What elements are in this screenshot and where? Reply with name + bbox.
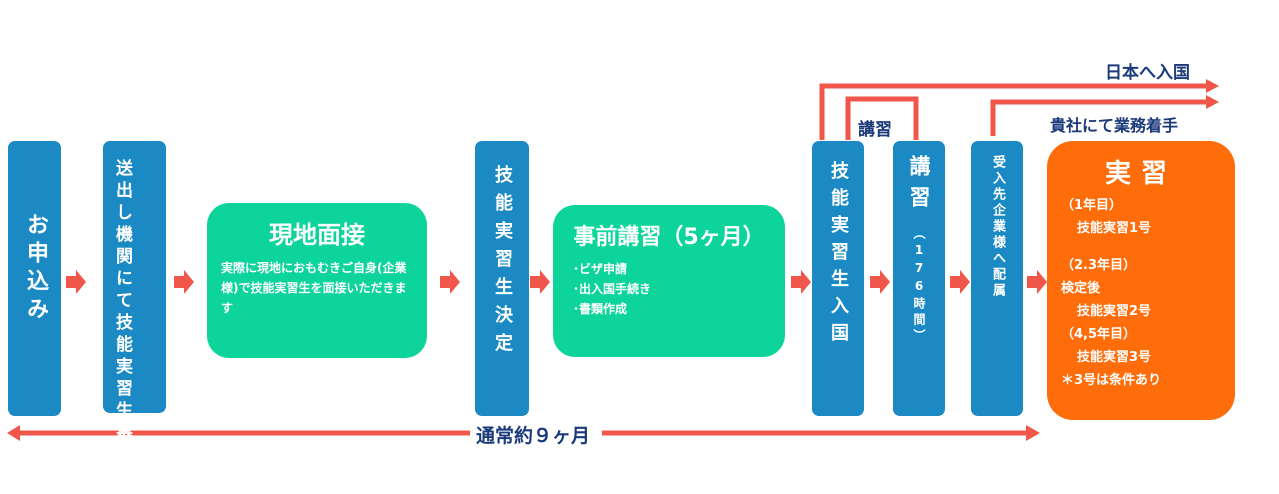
arrow-5 xyxy=(791,270,811,294)
practice-line: （4,5年目） xyxy=(1061,327,1137,342)
practice-line: 検定後 xyxy=(1061,281,1101,296)
step-decide: 技能実習生決定 xyxy=(475,141,529,416)
step-lecture-main: 講習 xyxy=(907,155,931,217)
duration-right-arrowhead xyxy=(1026,425,1040,441)
arrow-2 xyxy=(174,270,194,294)
step-lecture: 講習 （176時間） xyxy=(893,141,945,416)
step-apply: お申込み xyxy=(8,141,61,416)
practice-line: ＊3号は条件あり xyxy=(1061,373,1162,388)
enter-japan-label: 日本へ入国 xyxy=(1105,63,1190,83)
practice-line: 技能実習2号 xyxy=(1077,304,1152,319)
lecture-bracket-line xyxy=(845,96,919,140)
interview-body: 実際に現地におもむきご自身(企業様)で技能実習生を面接いただきます xyxy=(221,261,407,315)
step-entry: 技能実習生入国 xyxy=(812,141,864,416)
step-practice: 実習 （1年目） 技能実習1号 （2.3年目） 検定後 技能実習2号 （4,5年… xyxy=(1047,141,1235,420)
prelecture-title: 事前講習（5ヶ月） xyxy=(573,225,765,250)
step-recruit: 送出し機関にて技能実習生募集 xyxy=(103,141,166,467)
practice-line: （1年目） xyxy=(1061,198,1123,213)
step-prelecture: 事前講習（5ヶ月） ･ビザ申請 ･出入国手続き ･書類作成 xyxy=(553,205,785,357)
duration-left-arrowhead xyxy=(7,425,20,441)
step-decide-label: 技能実習生決定 xyxy=(492,165,513,361)
practice-line: 技能実習1号 xyxy=(1077,221,1152,236)
step-recruit-label: 送出し機関にて技能実習生募集 xyxy=(112,159,132,467)
prelecture-item: ･ビザ申請 xyxy=(573,262,628,276)
prelecture-item: ･出入国手続き xyxy=(573,282,652,296)
duration-label: 通常約９ヶ月 xyxy=(476,425,591,447)
enter-japan-arrowhead xyxy=(1206,79,1219,93)
arrow-7 xyxy=(950,270,970,294)
practice-title: 実習 xyxy=(1104,159,1177,189)
practice-line: 技能実習3号 xyxy=(1077,350,1152,365)
prelecture-item: ･書類作成 xyxy=(573,302,628,316)
step-apply-label: お申込み xyxy=(23,213,48,325)
step-lecture-hours: （176時間） xyxy=(912,227,926,345)
arrow-4 xyxy=(530,270,550,294)
step-entry-label: 技能実習生入国 xyxy=(828,161,849,350)
lecture-label: 講習 xyxy=(858,120,892,140)
practice-line: （2.3年目） xyxy=(1061,258,1137,273)
step-assign-label: 受入先企業様へ配属 xyxy=(990,155,1005,299)
work-start-arrowhead xyxy=(1206,95,1219,109)
step-assign: 受入先企業様へ配属 xyxy=(971,141,1023,416)
work-start-label: 貴社にて業務着手 xyxy=(1050,116,1179,135)
arrow-1 xyxy=(66,270,86,294)
arrow-6 xyxy=(870,270,890,294)
interview-title: 現地面接 xyxy=(269,221,365,249)
step-interview: 現地面接 実際に現地におもむきご自身(企業様)で技能実習生を面接いただきます xyxy=(207,203,427,358)
arrow-8 xyxy=(1027,270,1047,294)
enter-japan-line xyxy=(819,83,1208,140)
work-start-line xyxy=(990,99,1208,136)
arrow-3 xyxy=(440,270,460,294)
